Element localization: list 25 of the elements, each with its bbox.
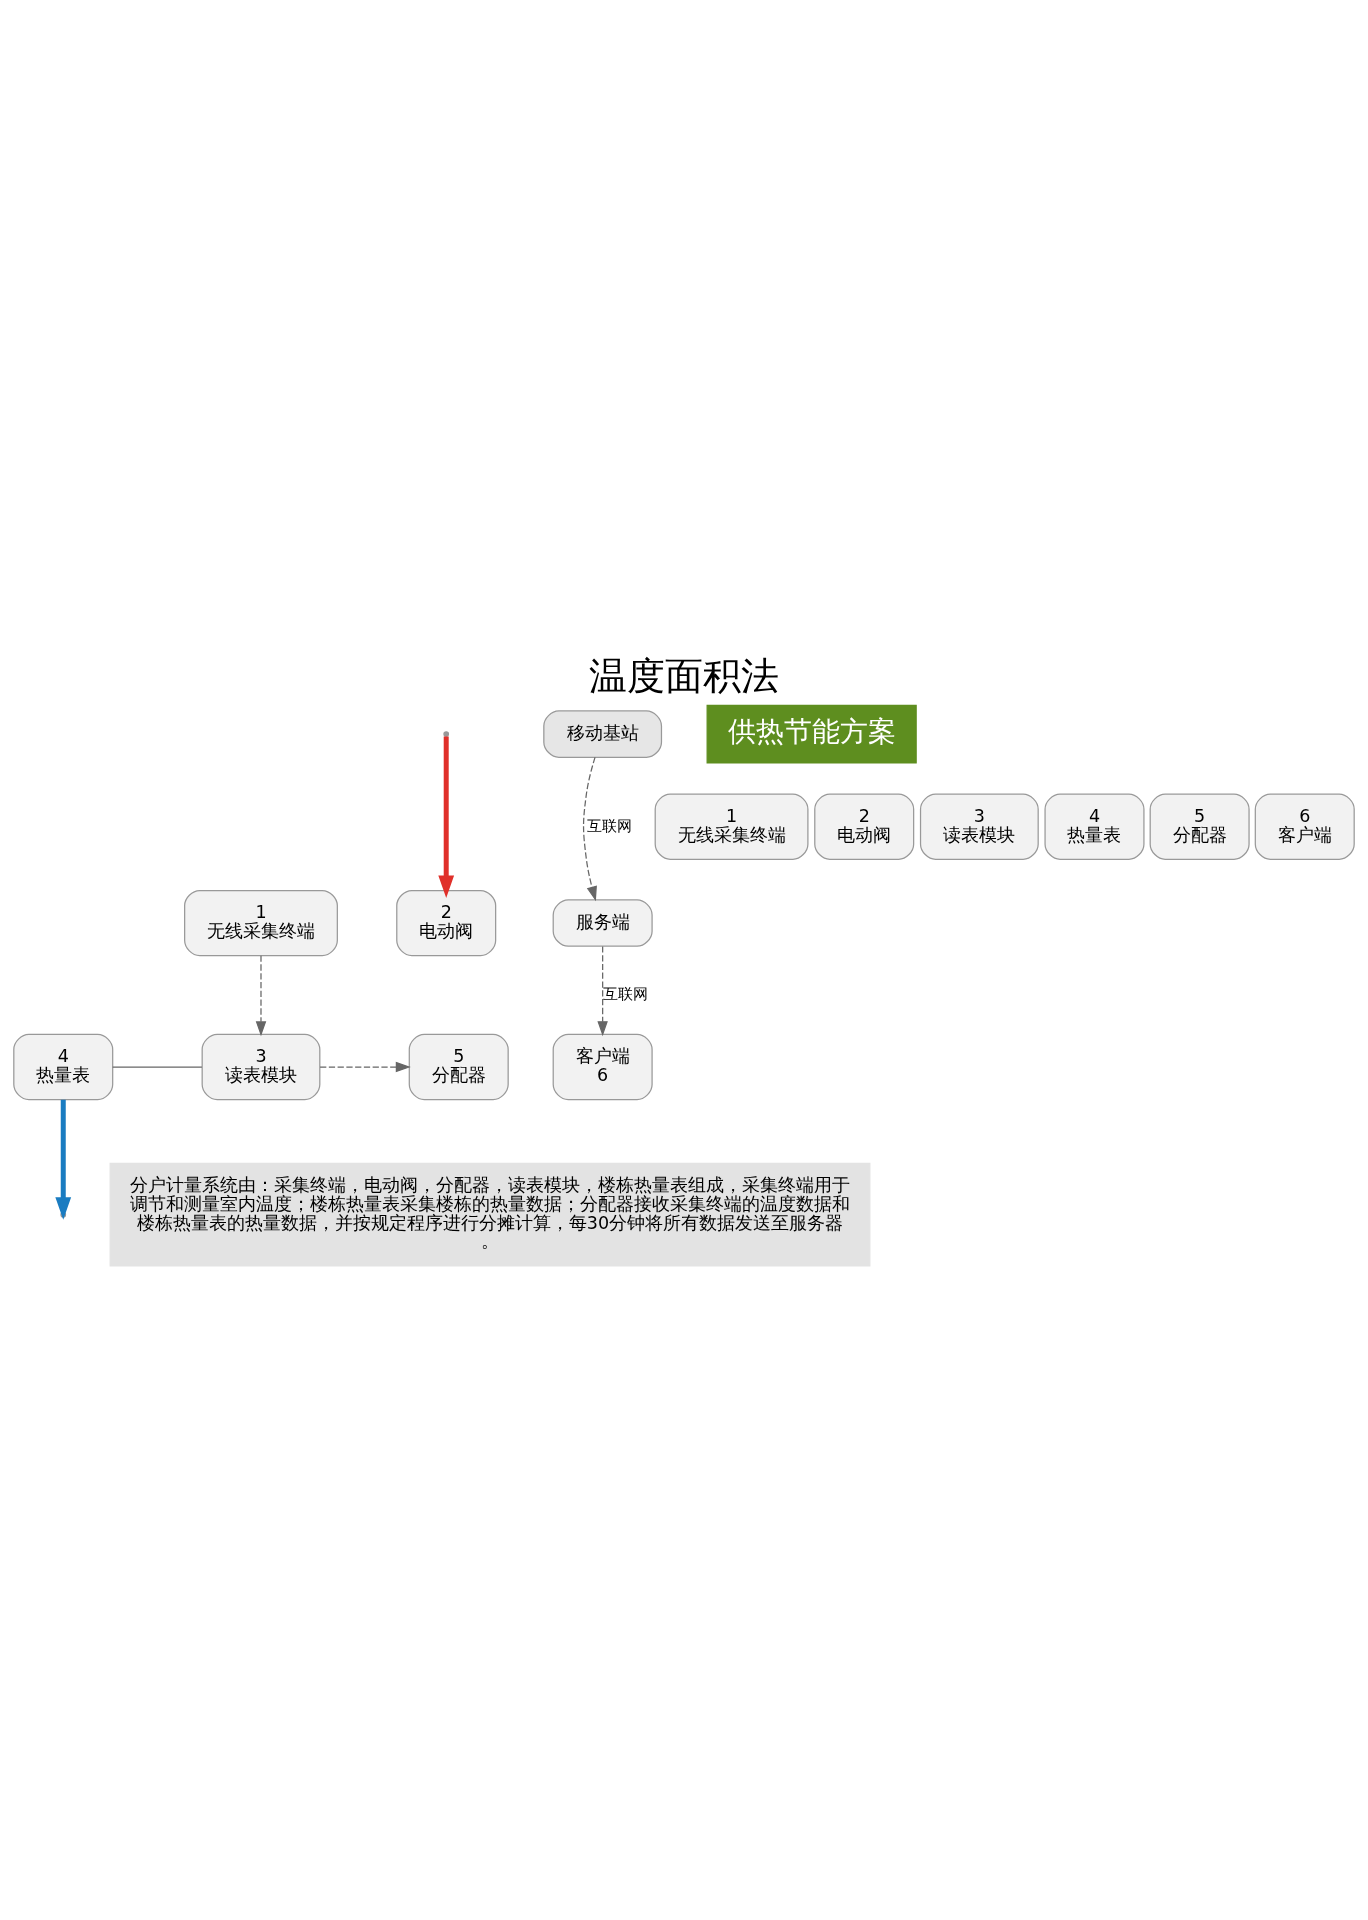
edge-label: 互联网	[587, 816, 633, 835]
node-box: 4 热量表	[13, 1033, 114, 1101]
node-box: 6 客户端	[1254, 793, 1355, 860]
node-box: 5 分配器	[1149, 793, 1250, 860]
node-box: 2 电动阀	[814, 793, 915, 860]
arrow	[319, 1061, 411, 1073]
node-box: 服务端	[552, 899, 653, 947]
arrow	[582, 756, 597, 902]
arrow	[597, 945, 608, 1037]
arrow	[438, 736, 455, 898]
node-box: 5 分配器	[408, 1033, 509, 1101]
label: 分户计量系统由：采集终端，电动阀，分配器，读表模块，楼栋热量表组成，采集终端用于调节和测量室内温度；楼栋热量表采集楼栋的热量数据；分配器接收采集终端的温度数据和楼栋热量表的热量数据，并按规定程序进行分摊计算，每30分钟将所有数据发送至服务器。	[130, 1175, 851, 1252]
node-box: 3 读表模块	[201, 1033, 321, 1101]
node-box: 1 无线采集终端	[654, 793, 809, 860]
node-box: 4 热量表	[1044, 793, 1145, 860]
node-box: 移动基站	[543, 710, 663, 758]
node-box: 客户端 6	[552, 1033, 653, 1101]
label: 供热节能方案	[727, 715, 896, 748]
node-box: 3 读表模块	[919, 793, 1039, 860]
node-box: 2 电动阀	[396, 889, 497, 957]
node-box: 1 无线采集终端	[184, 889, 338, 957]
diagram-title: 温度面积法	[589, 654, 779, 699]
connector	[112, 1066, 203, 1068]
arrow	[255, 955, 267, 1037]
edge-label: 互联网	[603, 984, 649, 1003]
